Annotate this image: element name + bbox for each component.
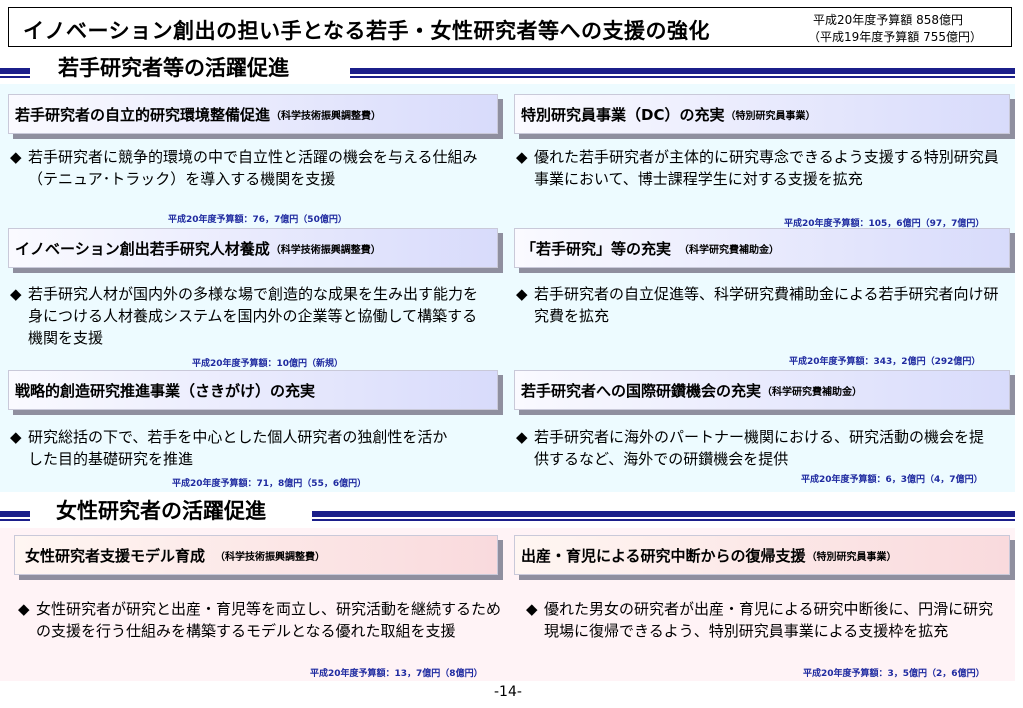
- card-head-international: 若手研究者への国際研鑽機会の充実（科学研究費補助金）: [514, 370, 1010, 410]
- header-rule-right: [350, 68, 1015, 74]
- section-header-young: 若手研究者等の活躍促進: [0, 52, 1023, 82]
- card-text: 優れた若手研究者が主体的に研究専念できるよう支援する特別研究員事業において、博士…: [534, 148, 999, 188]
- card-head-innovation-talent: イノベーション創出若手研究人材養成（科学技術振興調整費）: [8, 228, 498, 268]
- header-rule-left: [0, 68, 30, 74]
- card-budget-women-model: 平成20年度予算額：13，7億円（8億円）: [310, 669, 483, 679]
- card-text: 若手研究者に海外のパートナー機関における、研究活動の機会を提供するなど、海外での…: [534, 428, 985, 468]
- card-head-sakigake: 戦略的創造研究推進事業（さきがけ）の充実: [8, 370, 498, 410]
- diamond-bullet-icon: ◆: [10, 148, 22, 166]
- diamond-bullet-icon: ◆: [516, 148, 528, 166]
- card-budget-tenure-track: 平成20年度予算額：76，7億円（50億円）: [168, 215, 347, 225]
- section-title-young: 若手研究者等の活躍促進: [58, 56, 289, 80]
- previous-budget: （平成19年度予算額 755億円）: [808, 30, 982, 44]
- card-text: 優れた男女の研究者が出産・育児による研究中断後に、円滑に研究現場に復帰できるよう…: [544, 600, 994, 640]
- card-title: 女性研究者支援モデル育成: [25, 546, 206, 565]
- diamond-bullet-icon: ◆: [10, 285, 22, 303]
- card-title: 出産・育児による研究中断からの復帰支援: [521, 546, 806, 565]
- header-rule-left: [0, 511, 30, 517]
- card-title: 「若手研究」等の充実: [521, 239, 672, 258]
- card-budget-innovation-talent: 平成20年度予算額：10億円（新規）: [192, 359, 344, 369]
- header-rule-right-thin: [312, 519, 1015, 521]
- card-body-women-model: ◆ 女性研究者が研究と出産・育児等を両立し、研究活動を継続するための支援を行う仕組…: [18, 598, 504, 642]
- card-program: （科学研究費補助金）: [762, 386, 863, 398]
- page-title: イノベーション創出の担い手となる若手・女性研究者等への支援の強化: [23, 19, 710, 43]
- card-text: 若手研究者に競争的環境の中で自立性と活躍の機会を与える仕組み（テニュア･トラック…: [28, 148, 478, 188]
- card-budget-sakigake: 平成20年度予算額：71，8億円（55，6億円）: [172, 479, 367, 489]
- card-title: 若手研究者への国際研鑽機会の充実: [521, 381, 762, 400]
- card-body-innovation-talent: ◆ 若手研究人材が国内外の多様な場で創造的な成果を生み出す能力を身につける人材養成…: [10, 283, 480, 349]
- card-title: 若手研究者の自立的研究環境整備促進: [15, 105, 271, 124]
- page-number: -14-: [494, 684, 522, 700]
- diamond-bullet-icon: ◆: [516, 428, 528, 446]
- diamond-bullet-icon: ◆: [10, 428, 22, 446]
- header-rule-right: [312, 511, 1015, 517]
- card-program: （科学技術振興調整費）: [215, 551, 326, 563]
- section-title-women: 女性研究者の活躍促進: [56, 499, 266, 523]
- card-text: 研究総括の下で、若手を中心とした個人研究者の独創性を活かした目的基礎研究を推進: [28, 428, 448, 468]
- card-program: （科学研究費補助金）: [679, 244, 780, 256]
- header-rule-right-thin: [350, 76, 1015, 78]
- card-head-return-support: 出産・育児による研究中断からの復帰支援（特別研究員事業）: [514, 535, 1010, 575]
- card-body-dc-fellowship: ◆ 優れた若手研究者が主体的に研究専念できるよう支援する特別研究員事業において、博…: [516, 146, 1000, 190]
- card-program: （科学技術振興調整費）: [271, 110, 382, 122]
- section-header-women: 女性研究者の活躍促進: [0, 495, 1023, 525]
- card-program: （特別研究員事業）: [725, 110, 816, 122]
- title-box: イノベーション創出の担い手となる若手・女性研究者等への支援の強化 平成20年度予…: [8, 7, 1012, 47]
- young-section-background: [0, 84, 1015, 492]
- card-title: イノベーション創出若手研究人材養成: [15, 239, 270, 258]
- diamond-bullet-icon: ◆: [18, 600, 30, 618]
- total-budget: 平成20年度予算額 858億円: [813, 13, 963, 27]
- card-text: 若手研究者の自立促進等、科学研究費補助金による若手研究者向け研究費を拡充: [534, 285, 999, 325]
- card-text: 女性研究者が研究と出産・育児等を両立し、研究活動を継続するための支援を行う仕組み…: [36, 600, 502, 640]
- card-body-international: ◆ 若手研究者に海外のパートナー機関における、研究活動の機会を提供するなど、海外で…: [516, 426, 986, 470]
- card-budget-dc-fellowship: 平成20年度予算額：105，6億円（97，7億円）: [784, 219, 985, 229]
- card-body-sakigake: ◆ 研究総括の下で、若手を中心とした個人研究者の独創性を活かした目的基礎研究を推進: [10, 426, 450, 470]
- diamond-bullet-icon: ◆: [526, 600, 538, 618]
- header-rule-left-thin: [0, 76, 30, 78]
- card-program: （科学技術振興調整費）: [270, 244, 381, 256]
- card-head-dc-fellowship: 特別研究員事業（DC）の充実（特別研究員事業）: [514, 94, 1010, 134]
- card-body-return-support: ◆ 優れた男女の研究者が出産・育児による研究中断後に、円滑に研究現場に復帰できるよ…: [526, 598, 996, 642]
- card-budget-return-support: 平成20年度予算額：3，5億円（2，6億円）: [803, 669, 985, 679]
- card-title: 戦略的創造研究推進事業（さきがけ）の充実: [15, 381, 316, 400]
- card-budget-young-research: 平成20年度予算額：343，2億円（292億円）: [789, 357, 981, 367]
- card-head-women-model: 女性研究者支援モデル育成 （科学技術振興調整費）: [14, 535, 498, 575]
- card-head-tenure-track: 若手研究者の自立的研究環境整備促進（科学技術振興調整費）: [8, 94, 498, 134]
- card-text: 若手研究人材が国内外の多様な場で創造的な成果を生み出す能力を身につける人材養成シ…: [28, 285, 479, 347]
- card-head-young-research: 「若手研究」等の充実 （科学研究費補助金）: [514, 228, 1010, 268]
- card-body-young-research: ◆ 若手研究者の自立促進等、科学研究費補助金による若手研究者向け研究費を拡充: [516, 283, 1002, 327]
- diamond-bullet-icon: ◆: [516, 285, 528, 303]
- card-body-tenure-track: ◆ 若手研究者に競争的環境の中で自立性と活躍の機会を与える仕組み（テニュア･トラッ…: [10, 146, 490, 190]
- card-title: 特別研究員事業（DC）の充実: [521, 105, 725, 124]
- card-budget-international: 平成20年度予算額：6，3億円（4，7億円）: [801, 475, 983, 485]
- header-rule-left-thin: [0, 519, 30, 521]
- card-program: （特別研究員事業）: [806, 551, 897, 563]
